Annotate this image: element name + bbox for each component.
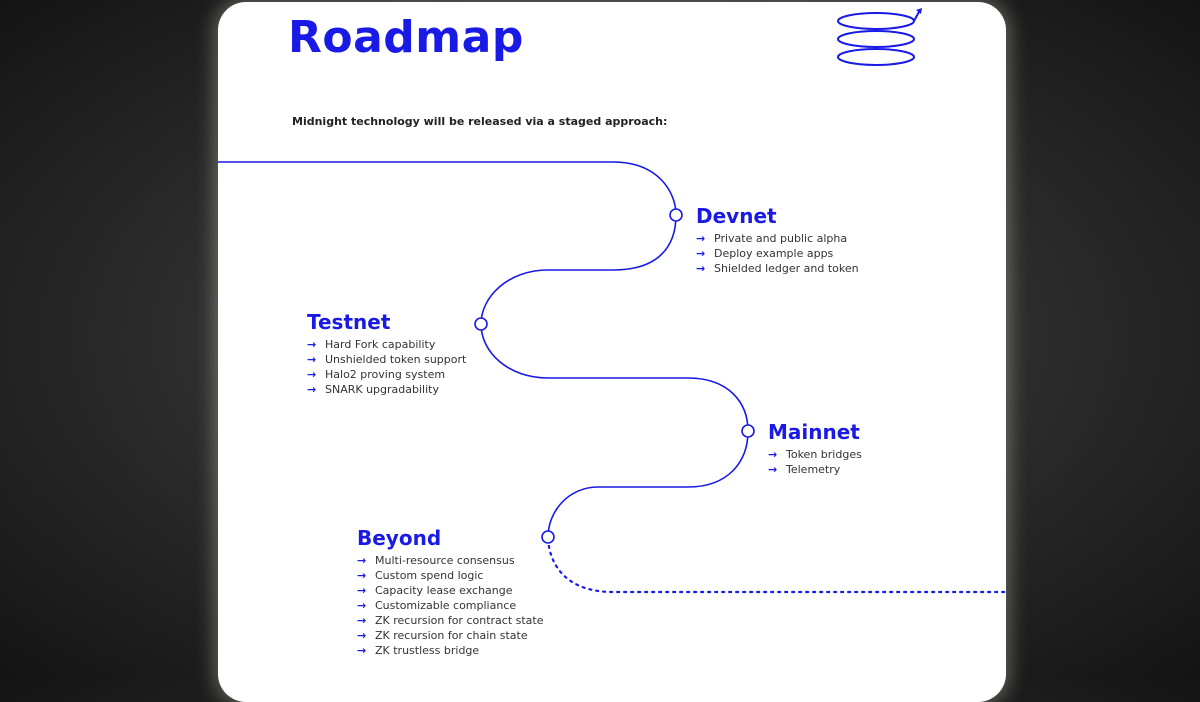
arrow-right-icon: →: [357, 584, 367, 597]
arrow-right-icon: →: [696, 232, 706, 245]
arrow-right-icon: →: [307, 353, 317, 366]
list-item: →ZK recursion for chain state: [357, 629, 528, 642]
arrow-right-icon: →: [768, 448, 778, 461]
roadmap-slide: Roadmap Midnight technology will be rele…: [218, 2, 1006, 702]
stage-title: Mainnet: [768, 420, 860, 444]
intro-text: Midnight technology will be released via…: [292, 115, 668, 128]
arrow-right-icon: →: [357, 629, 367, 642]
arrow-right-icon: →: [357, 599, 367, 612]
list-item: →ZK trustless bridge: [357, 644, 480, 657]
stage-mainnet: Mainnet →Token bridges →Telemetry: [768, 420, 862, 477]
arrow-right-icon: →: [696, 262, 706, 275]
list-item: →Telemetry: [768, 463, 841, 476]
arrow-right-icon: →: [307, 338, 317, 351]
arrow-right-icon: →: [357, 644, 367, 657]
arrow-right-icon: →: [307, 383, 317, 396]
list-item: →Hard Fork capability: [307, 338, 436, 351]
list-item: →Customizable compliance: [357, 599, 517, 612]
arrow-right-icon: →: [696, 247, 706, 260]
list-item: →Private and public alpha: [696, 232, 848, 245]
stage-testnet: Testnet →Hard Fork capability →Unshielde…: [307, 310, 466, 397]
list-item: →Halo2 proving system: [307, 368, 446, 381]
beyond-marker: [541, 530, 555, 544]
stage-title: Beyond: [357, 526, 442, 550]
testnet-marker: [474, 317, 488, 331]
list-item: →Shielded ledger and token: [696, 262, 859, 275]
spiral-logo-icon: [837, 8, 922, 66]
list-item: →Deploy example apps: [696, 247, 834, 260]
list-item: →ZK recursion for contract state: [357, 614, 544, 627]
arrow-right-icon: →: [357, 569, 367, 582]
mainnet-marker: [741, 424, 755, 438]
list-item: →Multi-resource consensus: [357, 554, 515, 567]
page-title: Roadmap: [288, 12, 524, 63]
stage-title: Testnet: [307, 310, 391, 334]
devnet-marker: [669, 208, 683, 222]
list-item: →Capacity lease exchange: [357, 584, 513, 597]
arrow-right-icon: →: [357, 614, 367, 627]
list-item: →Unshielded token support: [307, 353, 467, 366]
list-item: →Token bridges: [768, 448, 862, 461]
list-item: →SNARK upgradability: [307, 383, 439, 396]
arrow-right-icon: →: [357, 554, 367, 567]
stage-beyond: Beyond →Multi-resource consensus →Custom…: [357, 526, 544, 658]
list-item: →Custom spend logic: [357, 569, 484, 582]
stage-devnet: Devnet →Private and public alpha →Deploy…: [696, 204, 859, 276]
arrow-right-icon: →: [307, 368, 317, 381]
arrow-right-icon: →: [768, 463, 778, 476]
roadmap-path: [218, 161, 1006, 594]
stage-title: Devnet: [696, 204, 777, 228]
